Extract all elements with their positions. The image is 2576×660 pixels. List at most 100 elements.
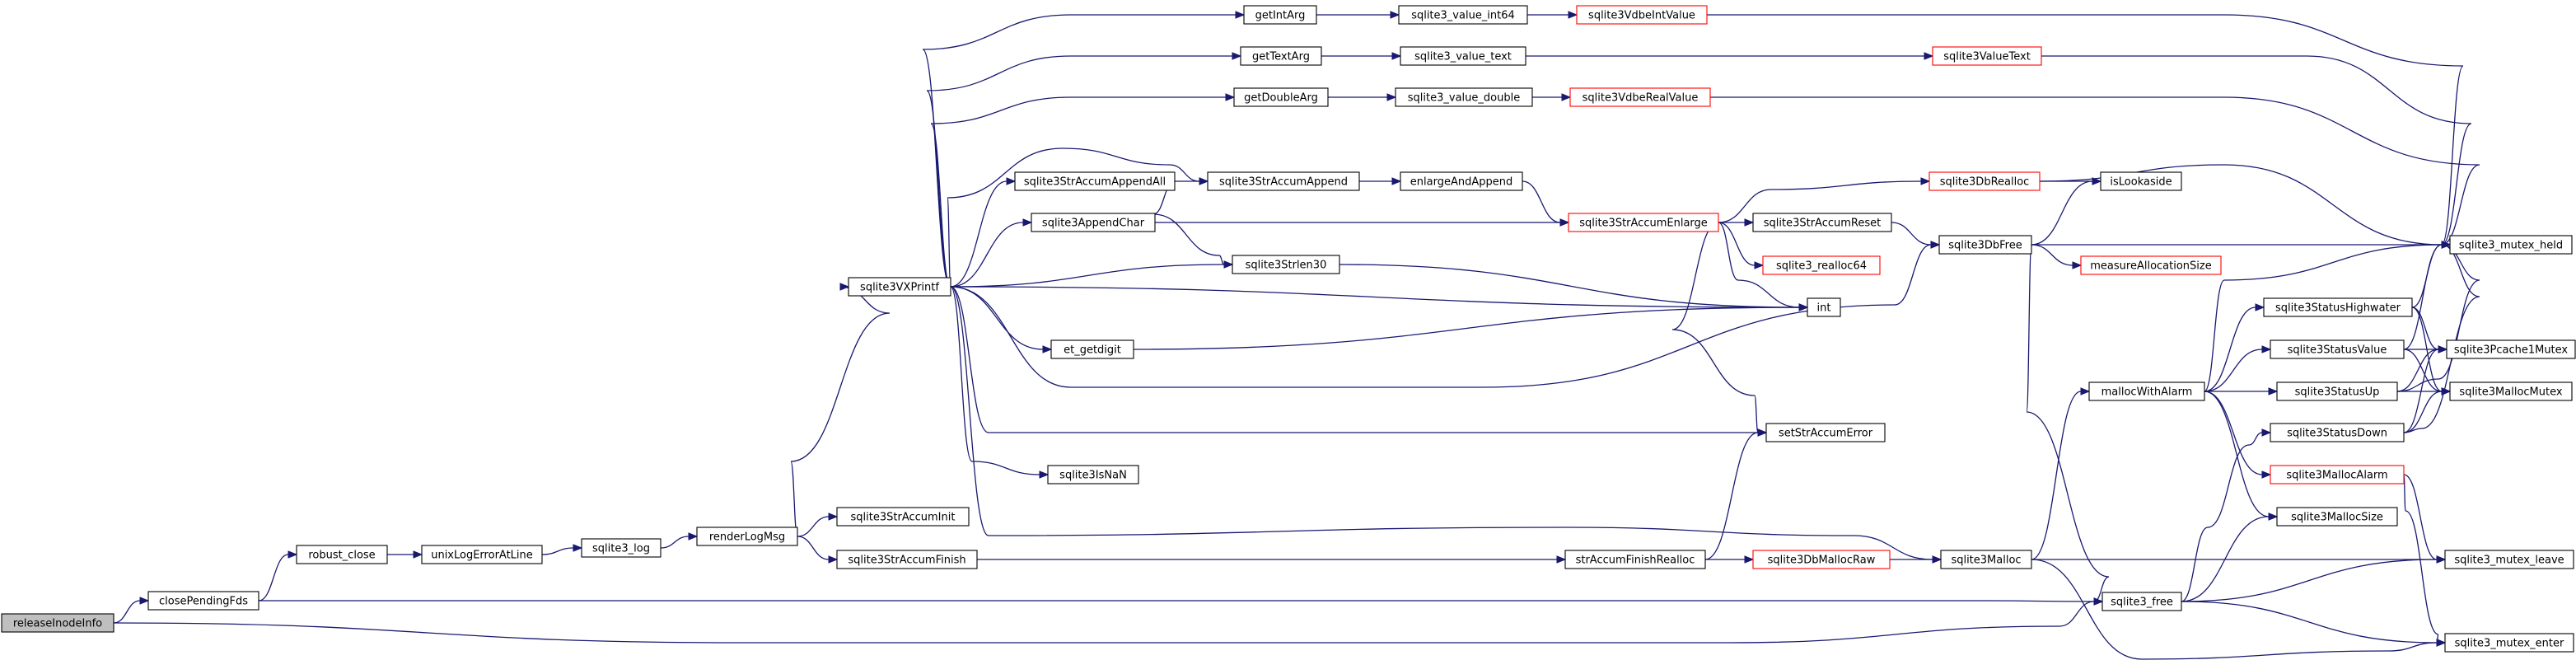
node-sqlite3_log[interactable]: sqlite3_log [581,538,662,558]
node-sqlite3ValueText[interactable]: sqlite3ValueText [1932,46,2042,66]
edge-sqlite3StrAccumEnlarge-to-sqlite3StrAccumReset [1718,218,1755,227]
node-isLookaside[interactable]: isLookaside [2100,171,2182,191]
edge-arrowhead [2441,241,2452,249]
edge-mallocWithAlarm-to-sqlite3StatusValue [2204,345,2272,392]
node-box [2270,423,2405,442]
node-sqlite3VXPrintf[interactable]: sqlite3VXPrintf [848,277,951,297]
node-strAccumFinishRealloc[interactable]: strAccumFinishRealloc [1564,550,1706,569]
node-enlargeAndAppend[interactable]: enlargeAndAppend [1400,171,1523,191]
node-sqlite3MallocMutex[interactable]: sqlite3MallocMutex [2449,381,2573,401]
node-box [1752,550,1891,569]
node-unixLogErrorAtLine[interactable]: unixLogErrorAtLine [421,545,543,564]
edge-arrowhead [1390,11,1400,19]
edge-mallocWithAlarm-to-sqlite3MallocSize [2204,391,2279,521]
node-box [836,550,978,569]
edge-arrowhead [139,597,150,605]
node-label: sqlite3VdbeRealValue [1583,92,1699,105]
node-sqlite3DbFree[interactable]: sqlite3DbFree [1938,235,2032,255]
node-renderLogMsg[interactable]: renderLogMsg [696,527,798,546]
node-closePendingFds[interactable]: closePendingFds [147,591,259,611]
node-et_getdigit[interactable]: et_getdigit [1050,339,1134,359]
node-sqlite3Malloc[interactable]: sqlite3Malloc [1940,550,2032,569]
node-releaseInodeInfo[interactable]: releaseInodeInfo [1,613,115,633]
node-sqlite3Strlen30[interactable]: sqlite3Strlen30 [1232,255,1340,274]
node-sqlite3StrAccumEnlarge[interactable]: sqlite3StrAccumEnlarge [1568,213,1719,232]
node-sqlite3Pcache1Mutex[interactable]: sqlite3Pcache1Mutex [2446,339,2576,359]
edge-arrowhead [413,550,423,559]
edge-sqlite3Malloc-to-sqlite3_mutex_enter [2031,559,2447,660]
node-sqlite3StrAccumAppend[interactable]: sqlite3StrAccumAppend [1207,171,1360,191]
node-sqlite3MallocAlarm[interactable]: sqlite3MallocAlarm [2270,465,2405,484]
node-sqlite3_mutex_held[interactable]: sqlite3_mutex_held [2449,235,2573,255]
node-sqlite3_free[interactable]: sqlite3_free [2101,592,2182,611]
node-setStrAccumError[interactable]: setStrAccumError [1765,423,1886,442]
edge-sqlite3StatusDown-to-sqlite3Pcache1Mutex [2403,345,2448,433]
node-sqlite3_value_text[interactable]: sqlite3_value_text [1400,46,1526,66]
edge-sqlite3StrAccumReset-to-sqlite3DbFree [1891,222,1941,249]
node-sqlite3IsNaN[interactable]: sqlite3IsNaN [1047,465,1139,484]
node-box [1240,46,1322,66]
node-label: sqlite3_mutex_leave [2454,555,2564,567]
node-label: setStrAccumError [1779,428,1873,440]
edge-sqlite3_value_double-to-sqlite3VdbeRealValue [1532,93,1572,101]
edge-sqlite3VXPrintf-to-sqlite3IsNaN [950,286,1050,479]
edge-sqlite3VXPrintf-to-getTextArg [926,52,1242,288]
node-sqlite3_value_int64[interactable]: sqlite3_value_int64 [1398,5,1528,25]
node-box [1752,213,1892,232]
edge-arrowhead [2261,345,2272,353]
edge-releaseInodeInfo-to-closePendingFds [113,597,150,624]
edge-sqlite3_value_int64-to-sqlite3VdbeIntValue [1527,11,1578,19]
node-sqlite3DbMallocRaw[interactable]: sqlite3DbMallocRaw [1752,550,1891,569]
node-box [296,545,388,564]
node-mallocWithAlarm[interactable]: mallocWithAlarm [2088,381,2205,401]
node-label: sqlite3_value_double [1408,92,1520,105]
node-sqlite3StatusHighwater[interactable]: sqlite3StatusHighwater [2263,297,2413,317]
edge-sqlite3VXPrintf-to-sqlite3StrAccumAppendAll [950,177,1017,288]
node-label: et_getdigit [1064,344,1121,357]
node-sqlite3_mutex_enter[interactable]: sqlite3_mutex_enter [2444,633,2574,653]
node-sqlite3VdbeIntValue[interactable]: sqlite3VdbeIntValue [1576,5,1708,25]
node-sqlite3MallocSize[interactable]: sqlite3MallocSize [2276,507,2398,527]
edge-sqlite3StatusHighwater-to-sqlite3Pcache1Mutex [2411,307,2448,353]
node-getTextArg[interactable]: getTextArg [1240,46,1322,66]
node-box [1762,255,1881,275]
node-sqlite3_value_double[interactable]: sqlite3_value_double [1395,87,1533,107]
node-sqlite3DbRealloc[interactable]: sqlite3DbRealloc [1928,171,2041,191]
node-sqlite3AppendChar[interactable]: sqlite3AppendChar [1031,213,1156,232]
node-box [2101,592,2182,611]
node-sqlite3StrAccumAppendAll[interactable]: sqlite3StrAccumAppendAll [1014,171,1176,191]
edge-arrowhead [288,550,298,559]
node-box [1232,255,1340,274]
node-robust_close[interactable]: robust_close [296,545,388,564]
edge-arrowhead [1006,177,1017,185]
node-sqlite3StatusValue[interactable]: sqlite3StatusValue [2270,339,2405,359]
edge-sqlite3DbFree-to-sqlite3_free [2026,244,2110,606]
node-sqlite3VdbeRealValue[interactable]: sqlite3VdbeRealValue [1569,87,1711,107]
node-sqlite3StatusUp[interactable]: sqlite3StatusUp [2276,381,2398,401]
node-sqlite3_mutex_leave[interactable]: sqlite3_mutex_leave [2444,550,2574,569]
node-box [2080,255,2222,275]
node-label: measureAllocationSize [2090,260,2211,273]
edge-arrowhead [1744,555,1755,564]
edge-arrowhead [1199,177,1209,185]
node-sqlite3StrAccumReset[interactable]: sqlite3StrAccumReset [1752,213,1892,232]
edge-arrowhead [2080,387,2091,396]
node-box [1207,171,1360,191]
edge-arrowhead [2261,470,2272,479]
node-sqlite3StrAccumInit[interactable]: sqlite3StrAccumInit [836,507,970,527]
node-getDoubleArg[interactable]: getDoubleArg [1233,87,1329,107]
edge-sqlite3StatusValue-to-sqlite3MallocMutex [2403,349,2452,396]
edge-sqlite3DbFree-to-isLookaside [2031,177,2102,246]
edge-arrowhead [2436,639,2447,647]
node-getIntArg[interactable]: getIntArg [1243,5,1317,25]
node-box [1568,213,1719,232]
node-int[interactable]: int [1807,297,1841,317]
node-sqlite3StatusDown[interactable]: sqlite3StatusDown [2270,423,2405,442]
node-sqlite3_realloc64[interactable]: sqlite3_realloc64 [1762,255,1881,275]
node-label: sqlite3_value_text [1414,51,1512,63]
node-sqlite3StrAccumFinish[interactable]: sqlite3StrAccumFinish [836,550,978,569]
edge-sqlite3StrAccumEnlarge-to-int [1718,222,1809,311]
node-measureAllocationSize[interactable]: measureAllocationSize [2080,255,2222,275]
edge-sqlite3Strlen30-to-int [1339,264,1809,311]
node-box [2444,550,2574,569]
